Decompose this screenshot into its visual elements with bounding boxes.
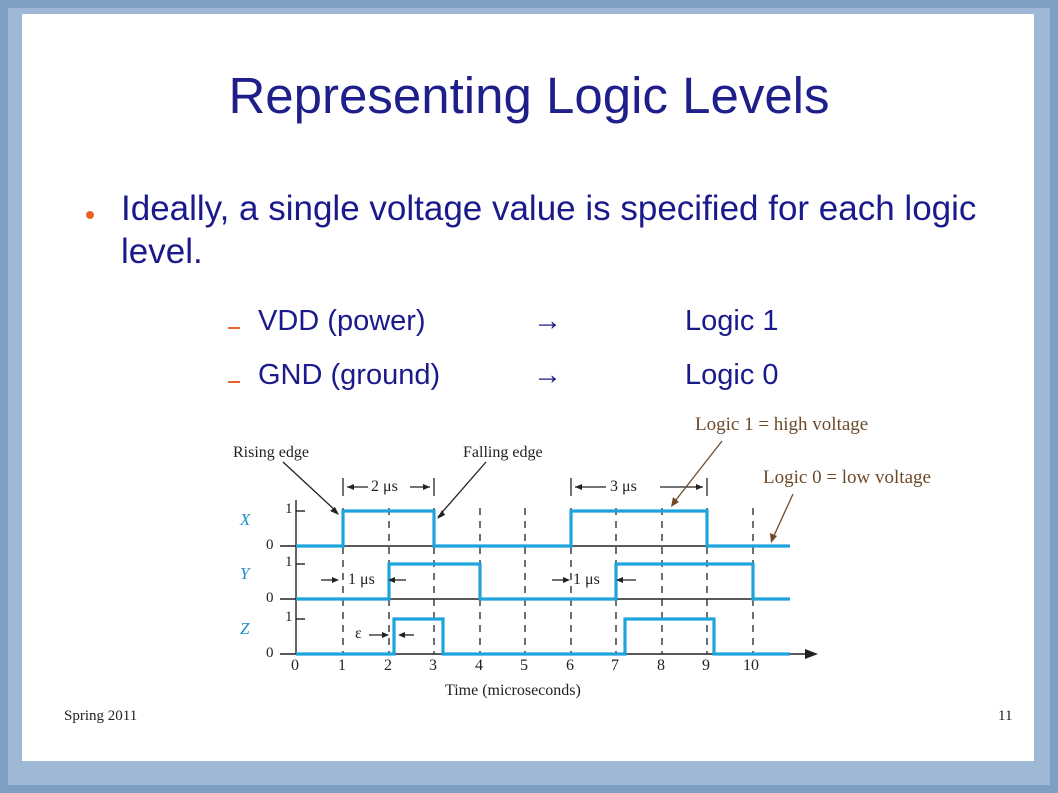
falling-edge-label: Falling edge bbox=[463, 444, 543, 461]
signal-x-label: X bbox=[240, 510, 251, 529]
x-high-label: 1 bbox=[285, 501, 293, 517]
annotation-logic-low: Logic 0 = low voltage bbox=[763, 467, 931, 488]
pointer-logic-low bbox=[771, 493, 794, 541]
row-vdd-label: VDD (power) bbox=[258, 305, 426, 337]
slide-paper bbox=[22, 14, 1034, 761]
y-low-label: 0 bbox=[266, 590, 274, 606]
sub-bullet-dash bbox=[228, 381, 240, 383]
row-vdd-arrow: → bbox=[533, 305, 562, 337]
annotation-logic-high: Logic 1 = high voltage bbox=[695, 414, 869, 435]
signal-z-label: Z bbox=[240, 619, 250, 638]
tick-label: 9 bbox=[702, 657, 710, 674]
row-gnd-arrow: → bbox=[533, 359, 562, 391]
axis-title: Time (microseconds) bbox=[445, 682, 581, 699]
z-high-label: 1 bbox=[285, 609, 293, 625]
row-gnd-label: GND (ground) bbox=[258, 359, 441, 391]
page-number: 11 bbox=[998, 708, 1013, 724]
tick-label: 10 bbox=[743, 657, 759, 674]
z-low-label: 0 bbox=[266, 645, 274, 661]
footer-date: Spring 2011 bbox=[64, 708, 138, 724]
tick-label: 2 bbox=[384, 657, 392, 674]
signal-y-label: Y bbox=[240, 564, 250, 583]
y-high-label: 1 bbox=[285, 554, 293, 570]
tick-label: 1 bbox=[338, 657, 346, 674]
tick-label: 6 bbox=[566, 657, 574, 674]
slide-title: Representing Logic Levels bbox=[228, 67, 830, 124]
span-3us-label: 3 μs bbox=[610, 478, 637, 495]
row-vdd-value: Logic 1 bbox=[685, 305, 779, 337]
tick-label: 8 bbox=[657, 657, 665, 674]
span-2us-label: 2 μs bbox=[371, 478, 398, 495]
waveform-y bbox=[296, 562, 790, 601]
delay-1us-label-a: 1 μs bbox=[348, 571, 375, 588]
tick-label: 7 bbox=[611, 657, 619, 674]
pointer-logic-high bbox=[671, 440, 723, 506]
tick-label: 5 bbox=[520, 657, 528, 674]
time-gridlines bbox=[342, 508, 754, 654]
epsilon-label: ε bbox=[355, 625, 362, 642]
row-gnd-value: Logic 0 bbox=[685, 359, 779, 391]
delay-1us-label-b: 1 μs bbox=[573, 571, 600, 588]
sub-bullet-dash bbox=[228, 327, 240, 329]
waveform-x bbox=[296, 509, 790, 548]
tick-label: 4 bbox=[475, 657, 483, 674]
axis-arrowhead bbox=[805, 649, 818, 659]
bullet-text: Ideally, a single voltage value is speci… bbox=[121, 189, 977, 271]
bullet-marker bbox=[86, 211, 94, 219]
rising-edge-label: Rising edge bbox=[233, 444, 309, 461]
tick-label: 0 bbox=[291, 657, 299, 674]
tick-label: 3 bbox=[429, 657, 437, 674]
waveform-z bbox=[296, 617, 790, 656]
x-low-label: 0 bbox=[266, 537, 274, 553]
